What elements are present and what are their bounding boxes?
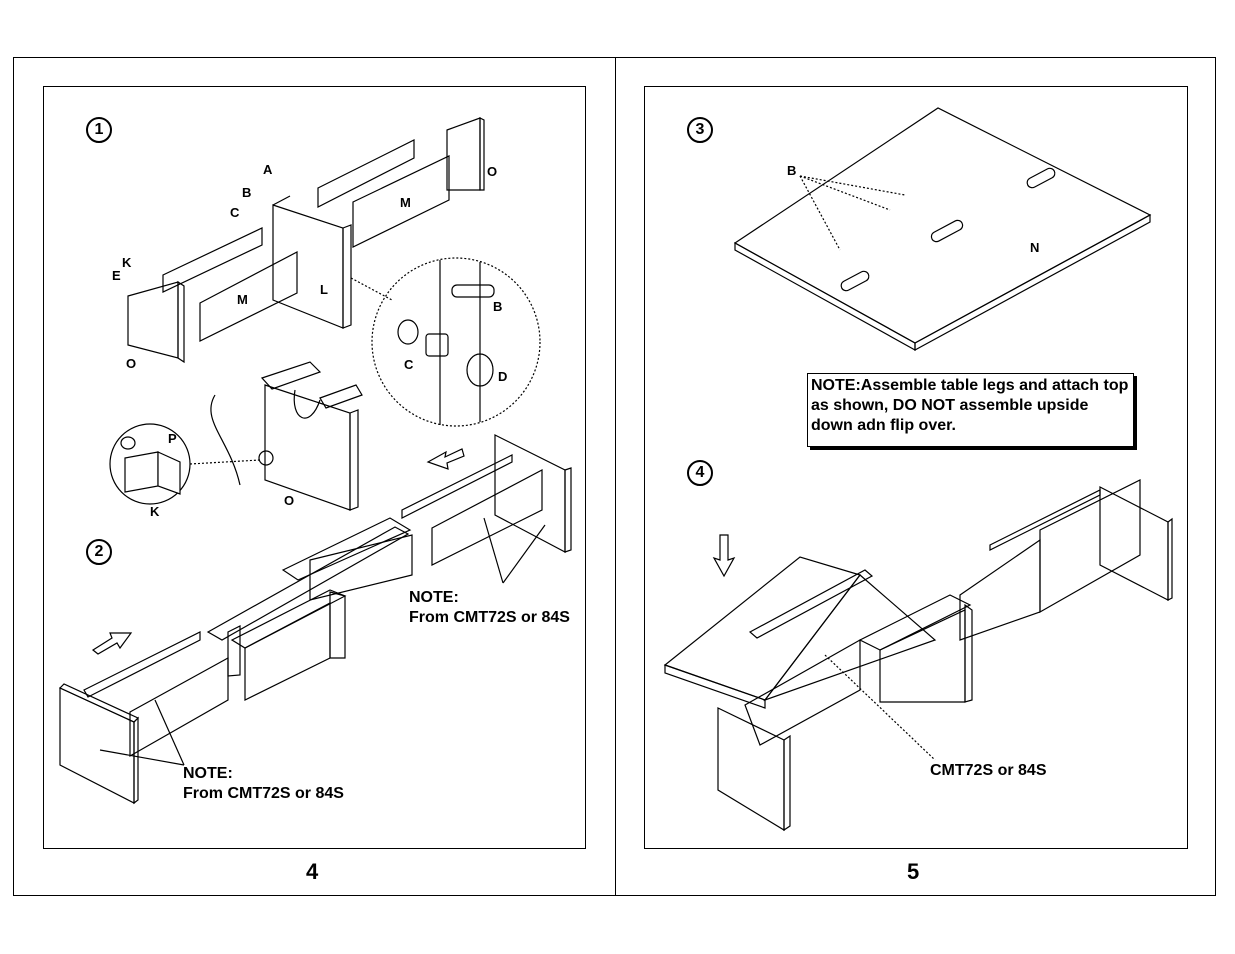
part-label-d: D [498,369,508,384]
part-label-o-lower: O [284,493,295,508]
part-label-o-left: O [126,356,137,371]
step-2-marker: 2 [86,539,112,565]
step4-down-arrow [712,534,736,578]
step3-note-box: NOTE:Assemble table legs and attach top … [807,373,1134,447]
part-label-p: P [168,431,177,446]
step-4-marker: 4 [687,460,713,486]
part-label-b-detail: B [493,299,503,314]
step-1-marker: 1 [86,117,112,143]
step-3-marker: 3 [687,117,713,143]
step2-note-bottom-heading: NOTE: [183,765,233,782]
step2-note-top-heading: NOTE: [409,589,459,606]
part-label-k-detail: K [150,504,160,519]
part-label-k: K [122,255,132,270]
part-label-m-left: M [237,292,248,307]
part-label-b-top: B [787,163,797,178]
part-label-c: C [230,205,240,220]
step2-note-top: NOTE: From CMT72S or 84S [409,588,570,628]
step2-note-bottom-text: From CMT72S or 84S [183,785,344,802]
page-divider [615,57,616,896]
right-page-panel [644,86,1188,849]
part-label-e: E [112,268,121,283]
step3-tabletop [733,107,1152,352]
part-label-c-detail: C [404,357,414,372]
manual-sheet [13,57,1216,896]
part-label-l: L [320,282,328,297]
step2-note-leaders [99,517,546,766]
step2-note-bottom: NOTE: From CMT72S or 84S [183,764,344,804]
step1-direction-arrow [426,448,465,470]
step2-desk-frame [58,434,572,805]
step4-desk-assembly [663,479,1173,832]
part-label-n: N [1030,240,1040,255]
step1-bracket-zoom [109,423,261,505]
part-label-b: B [242,185,252,200]
step1-leg-with-brackets [210,361,363,511]
step2-note-top-text: From CMT72S or 84S [409,609,570,626]
step2-direction-arrow [91,632,133,655]
step1-detail-callout [350,257,541,427]
step1-modesty-panel-right [317,117,485,248]
step4-label-leader [824,654,936,761]
part-label-a: A [263,162,273,177]
part-label-m-right: M [400,195,411,210]
step1-modesty-panel-left [127,227,298,364]
step1-leg-panel [272,195,352,329]
page-number-right: 5 [907,859,920,884]
step4-part-label: CMT72S or 84S [930,762,1047,779]
page-number-left: 4 [306,859,319,884]
part-label-o-right: O [487,164,498,179]
